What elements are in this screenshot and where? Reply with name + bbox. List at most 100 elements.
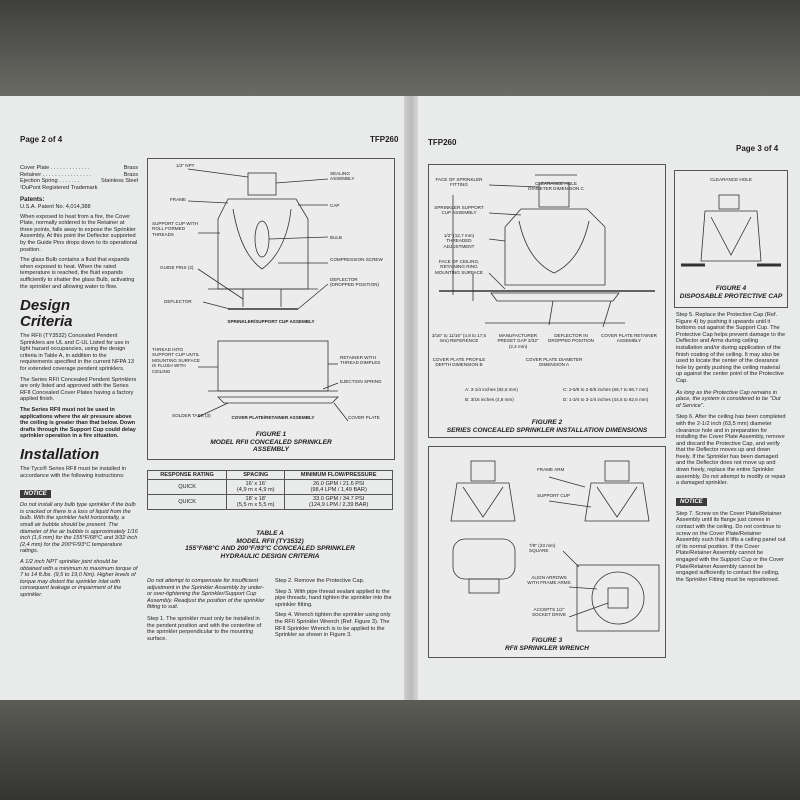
fig2-label-profile-depth-b: COVER PLATE PROFILE DEPTH DIMENSION B: [432, 357, 486, 368]
table-cell-flow: 33.0 GPM / 34.7 PSI(124,9 LPM / 2,39 BAR…: [284, 494, 393, 510]
operation-paragraph-2: The glass Bulb contains a fluid that exp…: [20, 257, 135, 290]
design-criteria-heading: Design Criteria: [20, 297, 73, 331]
fig3-label-align-arrows: ALIGN ARROWS WITH FRAME ARMS: [527, 575, 571, 586]
notice-paragraph-2: A 1/2 inch NPT sprinkler joint should be…: [20, 558, 138, 598]
materials-list: Cover Plate . . . . . . . . . . . . . Br…: [20, 165, 138, 191]
design-paragraph-2: The Series RFII Concealed Pendent Sprink…: [20, 376, 137, 403]
fig1-label-compression-screw: COMPRESSION SCREW: [330, 257, 383, 262]
figure-1-drawing: [187, 168, 349, 422]
fig1-label-ejection-spring: EJECTION SPRING: [340, 379, 382, 384]
table-cell-rating: QUICK: [146, 494, 228, 510]
table-cell-flow: 26.0 GPM / 21.6 PSI(98,4 LPM / 1,49 BAR): [284, 479, 393, 495]
step-2: Step 2. Remove the Protective Cap.: [275, 578, 365, 584]
figure-4-drawing: [681, 194, 781, 267]
fig1-label-cap: CAP: [330, 203, 340, 208]
fig1-label-deflector-dropped: DEFLECTOR (DROPPED POSITION): [330, 277, 380, 288]
table-cell-rating: QUICK: [146, 479, 228, 495]
table-a: RESPONSE RATING SPACING MINIMUM FLOW/PRE…: [146, 470, 393, 510]
figure-3-drawing: [450, 460, 660, 632]
tightening-note: Do not attempt to compensate for insuffi…: [147, 578, 265, 611]
photo-background-top: [0, 0, 800, 96]
fig3-label-frame-arm: FRAME ARM: [537, 467, 565, 472]
step-7: Step 7. Screw on the Cover Plate/Retaine…: [676, 510, 786, 583]
patents-text: U.S.A. Patent No. 4,014,388: [20, 203, 91, 210]
fig2-label-face-of-ceiling: FACE OF CEILING, RETAINING RING MOUNTING…: [435, 259, 483, 275]
fig2-label-threaded-adjustment: 1/2" (12,7 mm) THREADED ADJUSTMENT: [443, 233, 475, 249]
table-header-spacing: SPACING: [226, 470, 286, 480]
figure-4-caption: FIGURE 4 DISPOSABLE PROTECTIVE CAP: [679, 285, 783, 300]
table-cell-spacing: 18' x 18'(5,5 m x 5,5 m): [226, 494, 286, 510]
fig1-label-sprinkler-support-cup-assembly: SPRINKLER/SUPPORT CUP ASSEMBLY: [227, 319, 315, 324]
step-4: Step 4. Wrench tighten the sprinkler usi…: [275, 612, 391, 639]
fig2-dim-b: B: 3/16 inches (4,8 mm): [465, 397, 514, 402]
figure-2-caption: FIGURE 2 SERIES CONCEALED SPRINKLER INST…: [446, 419, 648, 434]
left-doc-id: TFP260: [370, 135, 399, 144]
table-header-response: RESPONSE RATING: [146, 470, 228, 480]
notice-badge-right: NOTICE: [676, 490, 786, 508]
material-row: Cover Plate . . . . . . . . . . . . . Br…: [20, 165, 138, 171]
fig2-label-face-of-fitting: FACE OF SPRINKLER FITTING: [435, 177, 483, 188]
operation-paragraph-1: When exposed to heat from a fire, the Co…: [20, 213, 138, 253]
fig1-label-sealing-assembly: SEALING ASSEMBLY: [330, 171, 355, 182]
fig2-label-reference: 3/16" to 11/16" (4,8 to 17,5 mm) REFEREN…: [431, 333, 487, 344]
page-gutter: [404, 96, 418, 700]
fig3-label-socket-drive: ACCEPTS 1/2" SOCKET DRIVE: [531, 607, 567, 618]
table-header-row: RESPONSE RATING SPACING MINIMUM FLOW/PRE…: [146, 470, 393, 480]
right-lower-column: Step 2. Remove the Protective Cap. Step …: [275, 578, 393, 639]
fig1-label-bulb: BULB: [330, 235, 343, 240]
fig2-label-deflector-dropped: DEFLECTOR IN DROPPED POSITION: [548, 333, 594, 344]
table-row: QUICK 18' x 18'(5,5 m x 5,5 m) 33.0 GPM …: [146, 494, 393, 510]
fig2-label-clearance-hole-dim-c: CLEARANCE HOLE DIAMETER DIMENSION C: [528, 181, 584, 192]
table-header-flow: MINIMUM FLOW/PRESSURE: [284, 470, 393, 480]
right-text-column: Step 5. Replace the Protective Cap (Ref.…: [676, 312, 786, 583]
fig1-label-frame: FRAME: [170, 197, 187, 202]
installation-heading: Installation: [20, 446, 100, 463]
design-paragraph-1: The RFII (TY3532) Concealed Pendent Spri…: [20, 333, 135, 373]
fig1-label-guide-pins: GUIDE PINS (2): [160, 265, 194, 270]
out-of-service-note: As long as the Protective Cap remains in…: [676, 389, 781, 409]
figure-1-caption: FIGURE 1 MODEL RFII CONCEALED SPRINKLER …: [210, 431, 332, 454]
left-page-number: Page 2 of 4: [20, 135, 63, 144]
fig1-label-deflector: DEFLECTOR: [164, 299, 192, 304]
step-3: Step 3. With pipe thread sealant applied…: [275, 588, 392, 608]
notice-paragraph-1: Do not install any bulb type sprinkler i…: [20, 502, 138, 555]
figure-2-panel: FACE OF SPRINKLER FITTING CLEARANCE HOLE…: [428, 164, 666, 438]
fig2-label-diameter-a: COVER PLATE DIAMETER DIMENSION A: [525, 357, 583, 368]
fig2-dim-d: D: 1-3/4 to 3-1/4 inches (44,5 to 82,6 m…: [563, 397, 649, 402]
step-6: Step 6. After the ceiling has been compl…: [676, 414, 786, 487]
fig2-label-cover-plate-retainer: COVER PLATE RETAINER ASSEMBLY: [601, 333, 657, 344]
right-page-number: Page 3 of 4: [736, 144, 779, 153]
step-1: Step 1. The sprinkler must only be insta…: [147, 615, 262, 642]
document-sheet: [0, 96, 800, 700]
fig3-label-square: 7/8" (23 mm) SQUARE: [529, 543, 556, 554]
hydraulic-criteria-table: RESPONSE RATING SPACING MINIMUM FLOW/PRE…: [146, 470, 393, 510]
photo-background-bottom: [0, 700, 800, 800]
installation-intro: The Tyco® Series RFII must be installed …: [20, 466, 126, 479]
step-5: Step 5. Replace the Protective Cap (Ref.…: [676, 312, 786, 384]
fig1-label-cover-plate-retainer-assembly: COVER PLATE/RETAINER ASSEMBLY: [231, 415, 315, 420]
fig2-dim-c: C: 2-5/8 to 2-5/8 inches (66,7 to 66,7 m…: [563, 387, 649, 392]
fig1-label-retainer: RETAINER WITH THREAD DIMPLES: [340, 355, 381, 366]
middle-text-column: Do not attempt to compensate for insuffi…: [147, 578, 265, 642]
figure-1-panel: 1/2" NPT SEALING ASSEMBLY FRAME CAP SUPP…: [147, 158, 395, 460]
fig1-label-cover-plate: COVER PLATE: [348, 415, 380, 420]
left-text-column: Cover Plate . . . . . . . . . . . . . Br…: [20, 165, 138, 599]
patents-heading: Patents:: [20, 196, 45, 204]
design-warning: The Series RFII must not be used in appl…: [20, 407, 136, 440]
fig2-dim-a: A: 3-1/4 inches (82,6 mm): [465, 387, 518, 392]
material-row: Ejection Spring . . . . . . . Stainless …: [20, 178, 138, 185]
fig4-label-clearance-hole: CLEARANCE HOLE: [710, 177, 752, 182]
table-row: QUICK 16' x 16'(4,9 m x 4,9 m) 26.0 GPM …: [146, 479, 393, 495]
table-cell-spacing: 16' x 16'(4,9 m x 4,9 m): [226, 479, 286, 495]
fig2-label-preset-gap: MANUFACTURER PRESET GAP 3/32" (2,4 mm): [497, 333, 539, 349]
figure-3-panel: FRAME ARM SUPPORT CUP 7/8" (23 mm) SQUAR…: [428, 446, 666, 658]
fig3-label-support-cup: SUPPORT CUP: [537, 493, 571, 498]
figure-4-panel: CLEARANCE HOLE FIGURE 4 DISPOSABLE PROTE…: [674, 170, 788, 308]
figure-2-drawing: [439, 174, 655, 328]
right-doc-id: TFP260: [428, 138, 457, 147]
fig1-label-solder-tabs: SOLDER TABS (3): [172, 413, 211, 418]
fig1-label-thread-into-support-cup: THREAD INTO SUPPORT CUP UNTIL MOUNTING S…: [152, 347, 200, 374]
fig1-label-support-cup: SUPPORT CUP WITH ROLL FORMED THREADS: [152, 221, 198, 237]
trademark-note: ¹DuPont Registered Trademark: [20, 184, 98, 191]
fig1-label-npt: 1/2" NPT: [176, 163, 195, 168]
